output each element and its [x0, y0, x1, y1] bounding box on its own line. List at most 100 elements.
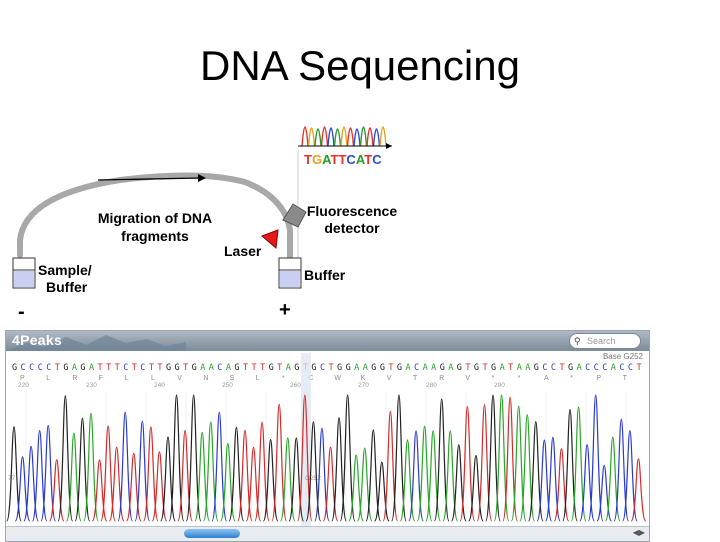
base-call: G [337, 363, 342, 373]
chromatogram-peak [459, 405, 476, 522]
base-call: T [106, 363, 111, 373]
mini-peak [320, 126, 329, 147]
search-input[interactable]: ⚲ Search [569, 333, 641, 349]
base-call: T [98, 363, 103, 373]
base-call: T [465, 363, 470, 373]
mini-peak [301, 126, 309, 147]
sequencing-diagram: TGATTCATC Migration of DNA fragments Flu… [12, 126, 397, 323]
mini-peak [327, 127, 335, 147]
sample-label-2: Buffer [46, 279, 88, 295]
mini-peak [353, 128, 361, 147]
sequence-letter: G [312, 152, 322, 167]
base-call: C [38, 363, 43, 373]
base-call: A [525, 363, 530, 373]
chromatogram-peak [228, 426, 245, 522]
chromatogram-peak [570, 406, 587, 522]
migration-arrow-line [97, 177, 201, 181]
chromatogram-peak [40, 424, 57, 522]
base-call: C [21, 363, 26, 373]
chromatogram-peak [408, 430, 424, 522]
base-call: T [508, 363, 513, 373]
position-label: 240 [154, 382, 165, 389]
amino-acid: S [230, 375, 235, 382]
base-call: A [286, 363, 291, 373]
horizontal-scrollbar[interactable]: ◀▶ [6, 526, 649, 541]
chromatogram-peak [562, 408, 578, 522]
fourpeaks-header: 4Peaks ⚲ Search [6, 331, 649, 351]
mini-peak [307, 127, 316, 147]
chromatogram-peak [143, 426, 159, 522]
base-call: T [132, 363, 137, 373]
amino-acid: A [544, 375, 549, 382]
base-call: T [115, 363, 120, 373]
amino-acid: L [151, 375, 155, 382]
amino-acid: F [99, 375, 103, 382]
chromatogram-peak [442, 430, 459, 522]
scroll-arrows-icon[interactable]: ◀▶ [632, 528, 645, 537]
amino-acid: L [125, 375, 129, 382]
left-index-label: 77 [8, 475, 16, 482]
mini-peak [372, 128, 381, 147]
chromatogram-peak [237, 429, 253, 522]
buffer-fill [280, 271, 300, 287]
chromatogram-peak [100, 425, 116, 522]
base-call: T [329, 363, 334, 373]
base-call: T [149, 363, 154, 373]
sequence-letter: T [304, 152, 312, 167]
position-label: 280 [426, 382, 437, 389]
base-call: A [72, 363, 77, 373]
amino-acid: R [72, 375, 77, 382]
base-call: C [602, 363, 607, 373]
base-call: C [46, 363, 51, 373]
base-call: A [89, 363, 94, 373]
chromatogram-peak [485, 394, 501, 522]
fluorescence-detector-icon [282, 203, 307, 228]
base-call: C [123, 363, 128, 373]
scroll-thumb[interactable] [184, 529, 240, 538]
chromatogram-peak [476, 404, 493, 522]
laser-label: Laser [224, 243, 262, 259]
chromatogram-peak [168, 394, 185, 522]
base-call: G [63, 363, 68, 373]
mini-peak [379, 126, 387, 147]
chromatogram-peak [314, 427, 330, 522]
base-call: T [157, 363, 162, 373]
amino-acid: K [361, 375, 366, 382]
chromatogram-peak [211, 411, 228, 522]
base-call: A [611, 363, 616, 373]
base-call: G [166, 363, 171, 373]
chromatogram-peak [622, 430, 638, 522]
mini-peak [359, 126, 368, 147]
base-call: C [619, 363, 624, 373]
chromatogram-peak [433, 398, 450, 522]
migration-label-2: fragments [121, 228, 189, 244]
base-call: C [628, 363, 633, 373]
amino-acid: L [256, 375, 260, 382]
amino-acid: T [623, 375, 628, 382]
base-call: G [346, 363, 351, 373]
base-call: T [636, 363, 641, 373]
sample-label-1: Sample/ [38, 262, 92, 278]
chromatogram-peak [519, 414, 536, 522]
amino-acid: * [570, 375, 573, 382]
mountain-banner-icon [6, 335, 186, 351]
cursor-column[interactable] [301, 353, 311, 527]
base-call: A [577, 363, 582, 373]
base-call: C [29, 363, 34, 373]
laser-icon [261, 229, 279, 249]
base-call: T [559, 363, 564, 373]
base-call: A [448, 363, 453, 373]
base-call: C [140, 363, 145, 373]
chromatogram-peak [545, 436, 561, 522]
base-call: T [482, 363, 487, 373]
sequence-letter: T [338, 152, 346, 167]
amino-acid: * [492, 375, 495, 382]
chromatogram-peak [493, 394, 510, 522]
base-call: A [363, 363, 368, 373]
base-call: T [183, 363, 188, 373]
base-call: C [551, 363, 556, 373]
sequence-letter: A [322, 152, 332, 167]
chromatogram-peak [510, 405, 527, 522]
chromatogram-peak [83, 412, 99, 522]
chromatogram-peak [271, 403, 288, 522]
